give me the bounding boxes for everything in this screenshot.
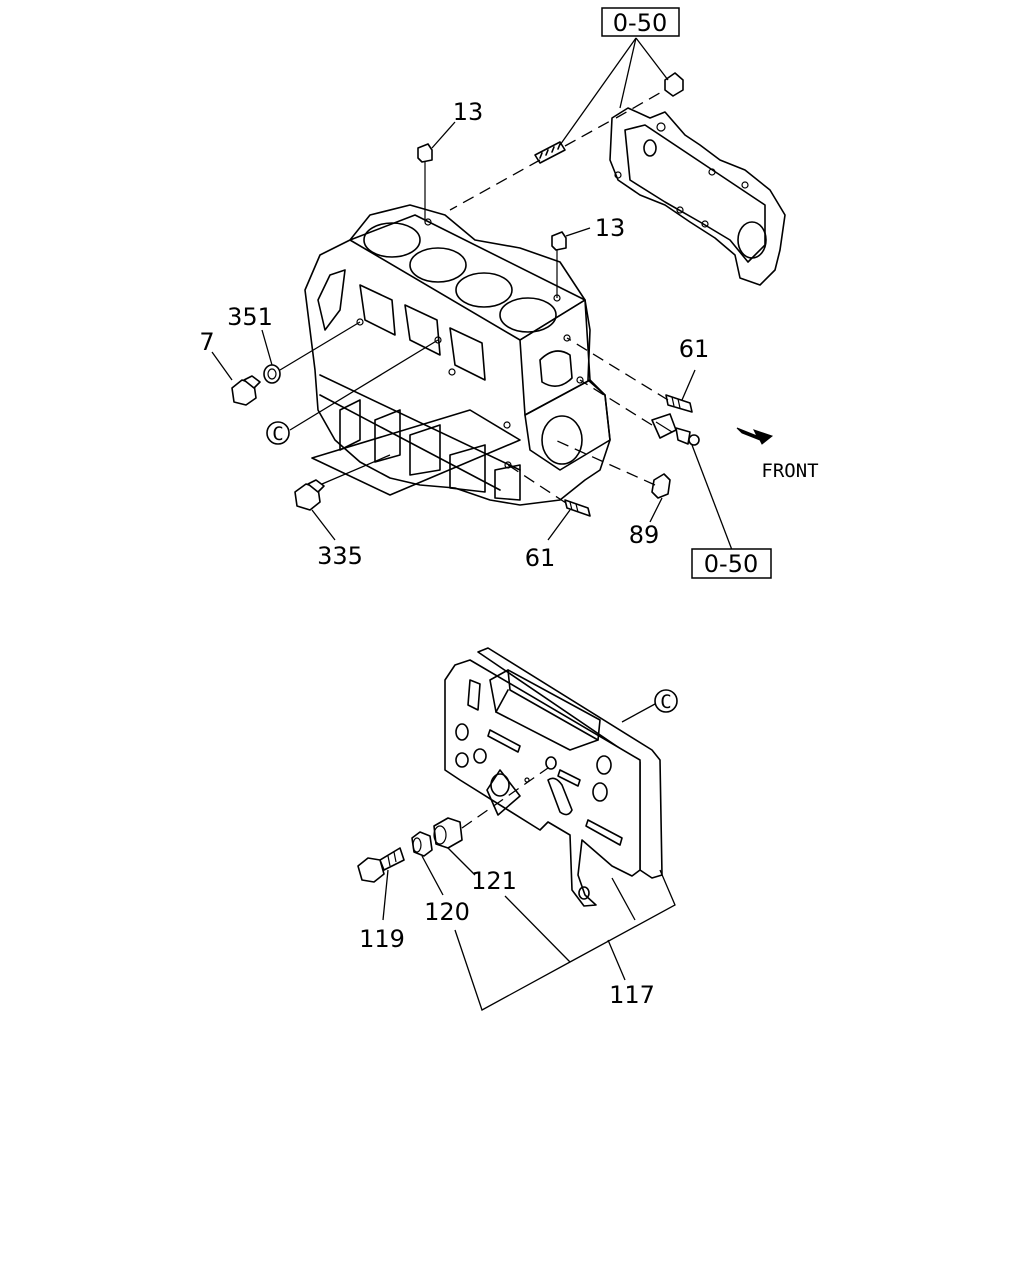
- callout-89[interactable]: 89: [629, 521, 660, 549]
- part-13-plug-b: [551, 231, 567, 298]
- timing-gear-case: [609, 107, 786, 286]
- ref-box-bottom: 0-50: [691, 548, 772, 579]
- ref-box-top: 0-50: [601, 7, 680, 37]
- callout-120[interactable]: 120: [424, 898, 470, 926]
- cylinder-block: [304, 204, 611, 506]
- callout-61-b[interactable]: 61: [525, 544, 556, 572]
- callout-119[interactable]: 119: [359, 925, 405, 953]
- part-335-plug: [294, 479, 325, 511]
- ref-label-0-50-top[interactable]: 0-50: [613, 9, 667, 37]
- oil-pan-gasket: [311, 409, 521, 496]
- callout-13-b[interactable]: 13: [595, 214, 626, 242]
- front-label: FRONT: [761, 460, 818, 482]
- part-61-dowel-b: [564, 499, 591, 517]
- part-120-ring: [411, 831, 433, 857]
- callout-61-a[interactable]: 61: [679, 335, 710, 363]
- part-121-sleeve: [433, 817, 463, 849]
- part-7-plug: [231, 375, 261, 406]
- part-61-dowel-a: [665, 394, 693, 413]
- part-351-washer: [263, 364, 281, 384]
- svg-text:C: C: [660, 691, 671, 713]
- callout-13-a[interactable]: 13: [453, 98, 484, 126]
- callout-121[interactable]: 121: [471, 867, 517, 895]
- oil-jet-fitting: [651, 413, 700, 446]
- part-89-cup-plug: [651, 473, 671, 499]
- circled-c-marker-top: C: [266, 421, 290, 445]
- callout-351[interactable]: 351: [227, 303, 273, 331]
- circled-c-marker-bottom: C: [654, 689, 678, 713]
- callout-7[interactable]: 7: [199, 328, 214, 356]
- part-119-bolt: [357, 847, 405, 883]
- callout-335[interactable]: 335: [317, 542, 363, 570]
- ref-label-0-50-bottom[interactable]: 0-50: [704, 550, 758, 578]
- plug-0-50-top: [664, 72, 684, 97]
- svg-text:C: C: [272, 423, 283, 445]
- callout-117[interactable]: 117: [609, 981, 655, 1009]
- front-arrow-icon: [736, 427, 774, 445]
- part-13-plug-a: [417, 143, 433, 222]
